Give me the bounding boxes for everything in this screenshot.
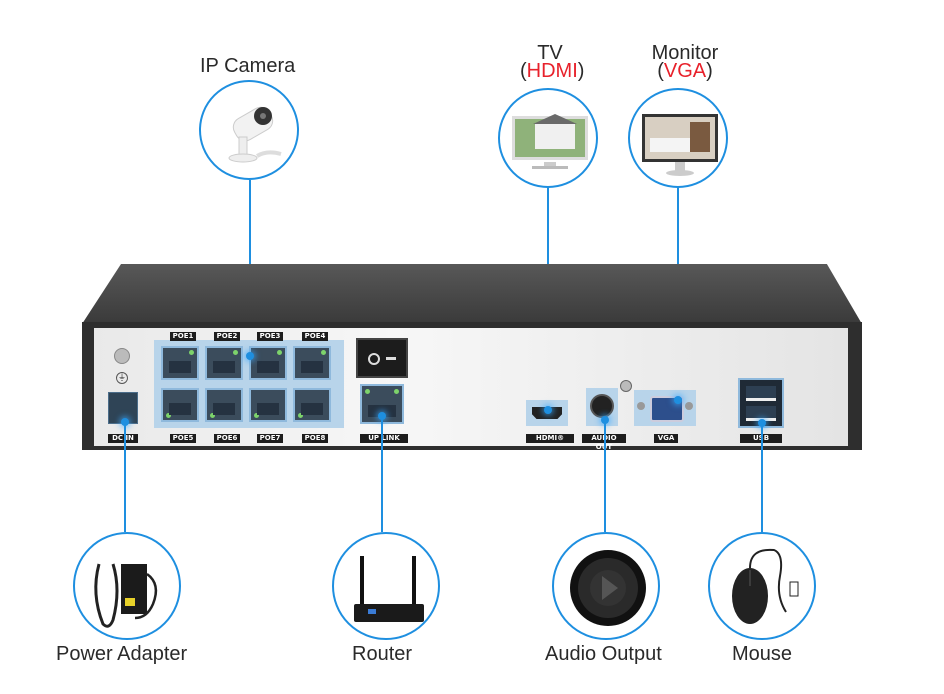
poe-port[interactable] — [293, 388, 331, 422]
vga-link-dot — [674, 396, 682, 404]
ip-camera-label: IP Camera — [200, 55, 296, 77]
power-adapter-label: Power Adapter — [56, 643, 188, 665]
monitor-icon — [628, 88, 728, 188]
router-icon — [332, 532, 440, 640]
monitor-label-name: Monitor — [651, 42, 719, 64]
nvr-top-cover — [82, 264, 862, 324]
poe-port[interactable] — [161, 346, 199, 380]
audio-connector — [604, 420, 606, 532]
poe-port[interactable] — [249, 346, 287, 380]
poe-port[interactable] — [249, 388, 287, 422]
poe-tag: POE3 — [257, 332, 283, 341]
poe-tag: POE6 — [214, 434, 240, 443]
power-connector — [124, 422, 126, 532]
hdmi-link-dot — [544, 406, 552, 414]
tv-label-name: TV — [537, 42, 563, 64]
poe-tag: POE4 — [302, 332, 328, 341]
poe-tag: POE2 — [214, 332, 240, 341]
poe-port[interactable] — [205, 388, 243, 422]
screw-icon — [620, 380, 632, 392]
power-adapter-icon — [73, 532, 181, 640]
router-connector — [381, 416, 383, 532]
power-switch[interactable] — [356, 338, 408, 378]
monitor-label-port: VGA — [663, 60, 707, 82]
mouse-icon — [708, 532, 816, 640]
monitor-label: Monitor (VGA) — [645, 42, 725, 82]
vga-tag: VGA — [654, 434, 678, 443]
hdmi-tag: HDMI® — [526, 434, 574, 443]
ground-symbol-icon: ⏚ — [116, 372, 128, 384]
vga-port[interactable] — [634, 390, 696, 426]
tv-icon — [498, 88, 598, 188]
poe-link-dot — [246, 352, 254, 360]
speaker-icon — [552, 532, 660, 640]
ground-screw-icon — [114, 348, 130, 364]
poe-port[interactable] — [293, 346, 331, 380]
audio-output-label: Audio Output — [545, 643, 662, 665]
mouse-label: Mouse — [732, 643, 793, 665]
tv-label: TV (HDMI) — [520, 42, 585, 82]
ip-camera-icon — [199, 80, 299, 180]
poe-port[interactable] — [205, 346, 243, 380]
tv-label-port: HDMI — [526, 60, 578, 82]
mouse-connector — [761, 423, 763, 532]
poe-tag: POE8 — [302, 434, 328, 443]
poe-port[interactable] — [161, 388, 199, 422]
poe-tag: POE1 — [170, 332, 196, 341]
uplink-port[interactable] — [360, 384, 404, 424]
dc-in-tag: DC IN — [108, 434, 138, 443]
uplink-tag: UP LINK — [360, 434, 408, 443]
nvr-rear-panel: ⏚ DC IN POE1 POE2 POE3 POE4 POE5 POE6 PO… — [94, 328, 848, 451]
poe-tag: POE5 — [170, 434, 196, 443]
router-label: Router — [352, 643, 413, 665]
poe-tag: POE7 — [257, 434, 283, 443]
